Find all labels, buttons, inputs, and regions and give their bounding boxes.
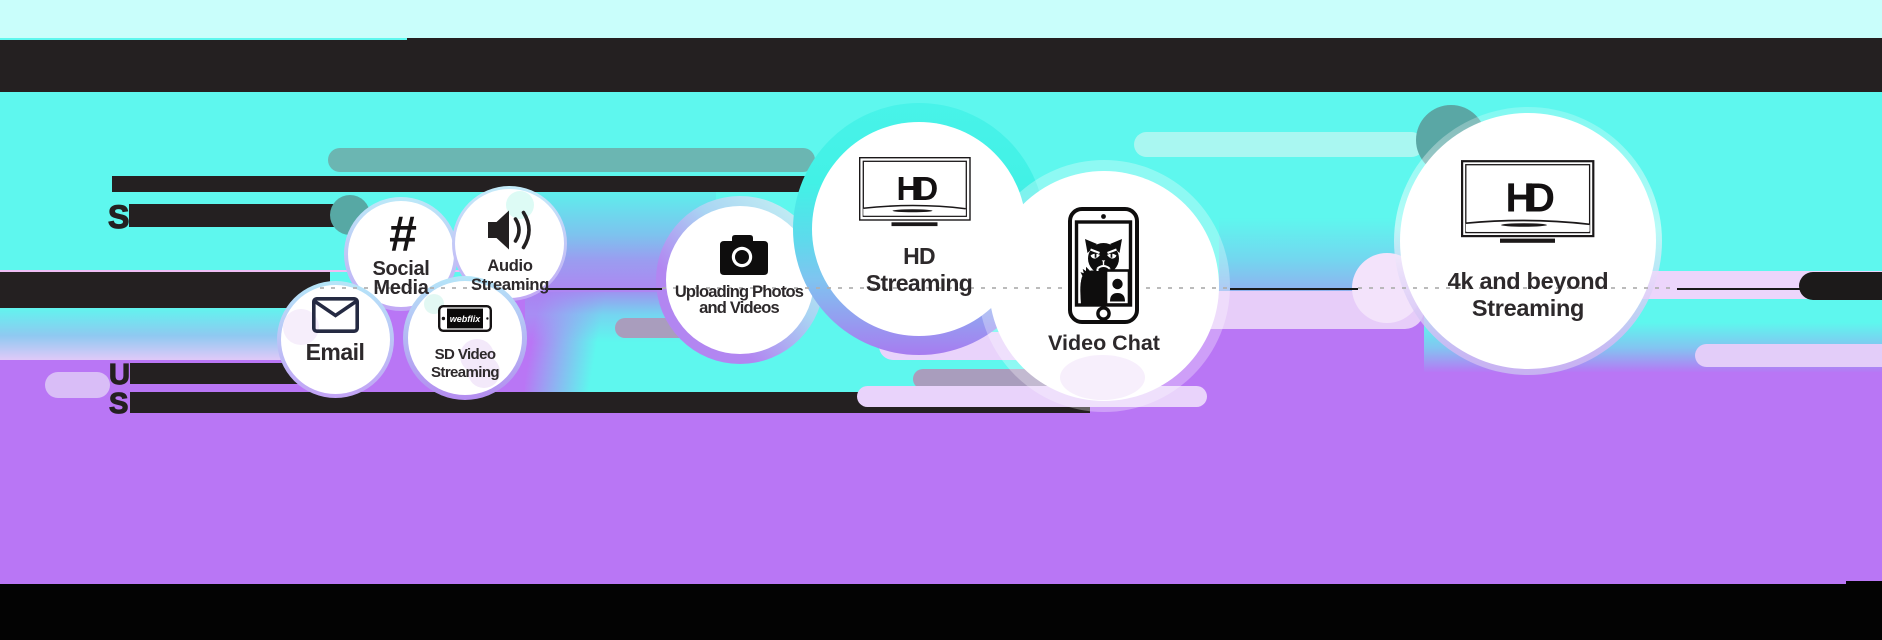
- svg-text:HD: HD: [897, 170, 938, 207]
- svg-text:webflix: webflix: [450, 314, 482, 324]
